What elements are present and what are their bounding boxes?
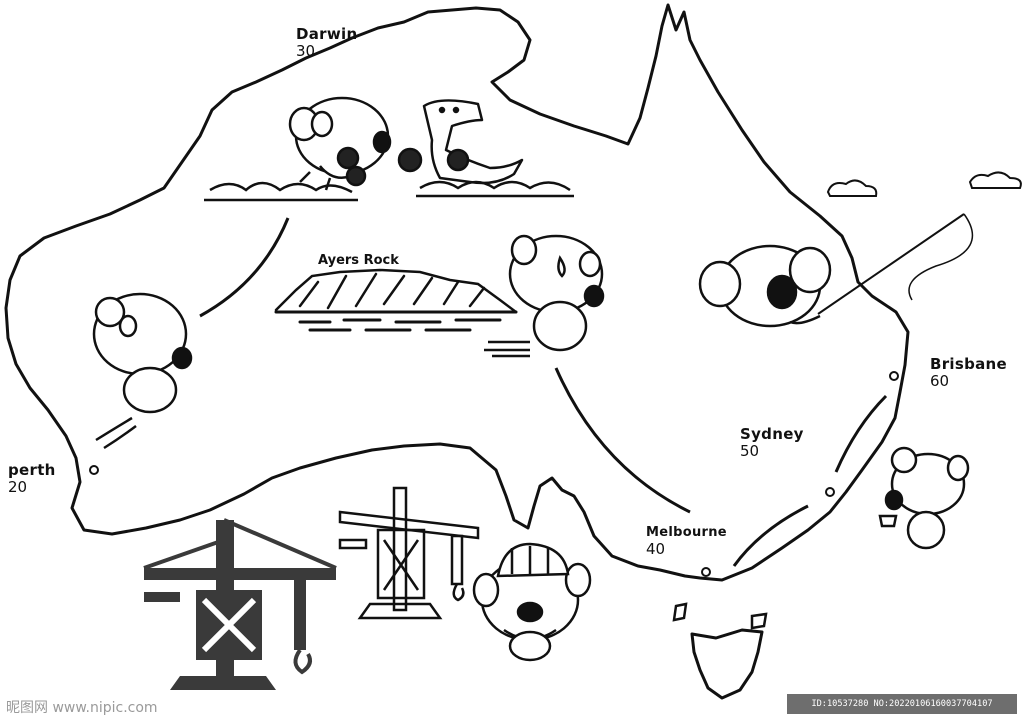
island-outline [672, 602, 688, 622]
city-label-sydney: Sydney 50 [740, 426, 804, 460]
koala-boxing-icon [288, 96, 392, 191]
ayers-rock-icon [274, 268, 518, 332]
grass-ground [204, 180, 574, 202]
city-name: Sydney [740, 425, 804, 443]
watermark-site: 昵图网 www.nipic.com [6, 700, 158, 716]
city-value: 60 [930, 372, 950, 390]
city-label-melbourne: Melbourne 40 [646, 524, 727, 558]
route-arc [199, 217, 290, 318]
crane-icon [338, 486, 480, 620]
city-name: Brisbane [930, 355, 1008, 373]
crane-icon [143, 518, 337, 690]
landmark-label-ayers-rock: Ayers Rock [318, 253, 399, 268]
city-value: 20 [8, 478, 28, 496]
city-dot-melbourne [701, 567, 711, 577]
city-dot-sydney [825, 487, 835, 497]
route-arc [732, 504, 809, 567]
koala-flying-icon [92, 292, 193, 450]
city-name: Darwin [296, 25, 358, 43]
city-label-brisbane: Brisbane 60 [930, 356, 1007, 390]
city-label-darwin: Darwin 30 [296, 26, 357, 60]
watermark-id: ID:10537280 NO:20220106160037704107 [787, 694, 1017, 714]
koala-fishing-icon [698, 213, 974, 328]
tasmania-outline [690, 628, 764, 700]
island-outline [750, 612, 768, 630]
route-arc [834, 394, 888, 473]
city-name: perth [8, 461, 56, 479]
route-arc [554, 367, 691, 514]
australia-mainland-outline [4, 3, 910, 582]
city-name: Melbourne [646, 525, 727, 540]
koala-crying-icon [484, 234, 605, 358]
cloud-icon [968, 171, 1022, 189]
city-value: 40 [646, 540, 666, 558]
city-value: 30 [296, 42, 316, 60]
city-dot-brisbane [889, 371, 899, 381]
koala-builder-icon [472, 542, 592, 662]
koala-tea-icon [878, 446, 970, 550]
city-value: 50 [740, 442, 760, 460]
city-label-perth: perth 20 [8, 462, 56, 496]
crocodile-boxing-icon [397, 99, 524, 185]
cloud-icon [826, 179, 878, 197]
city-dot-perth [89, 465, 99, 475]
